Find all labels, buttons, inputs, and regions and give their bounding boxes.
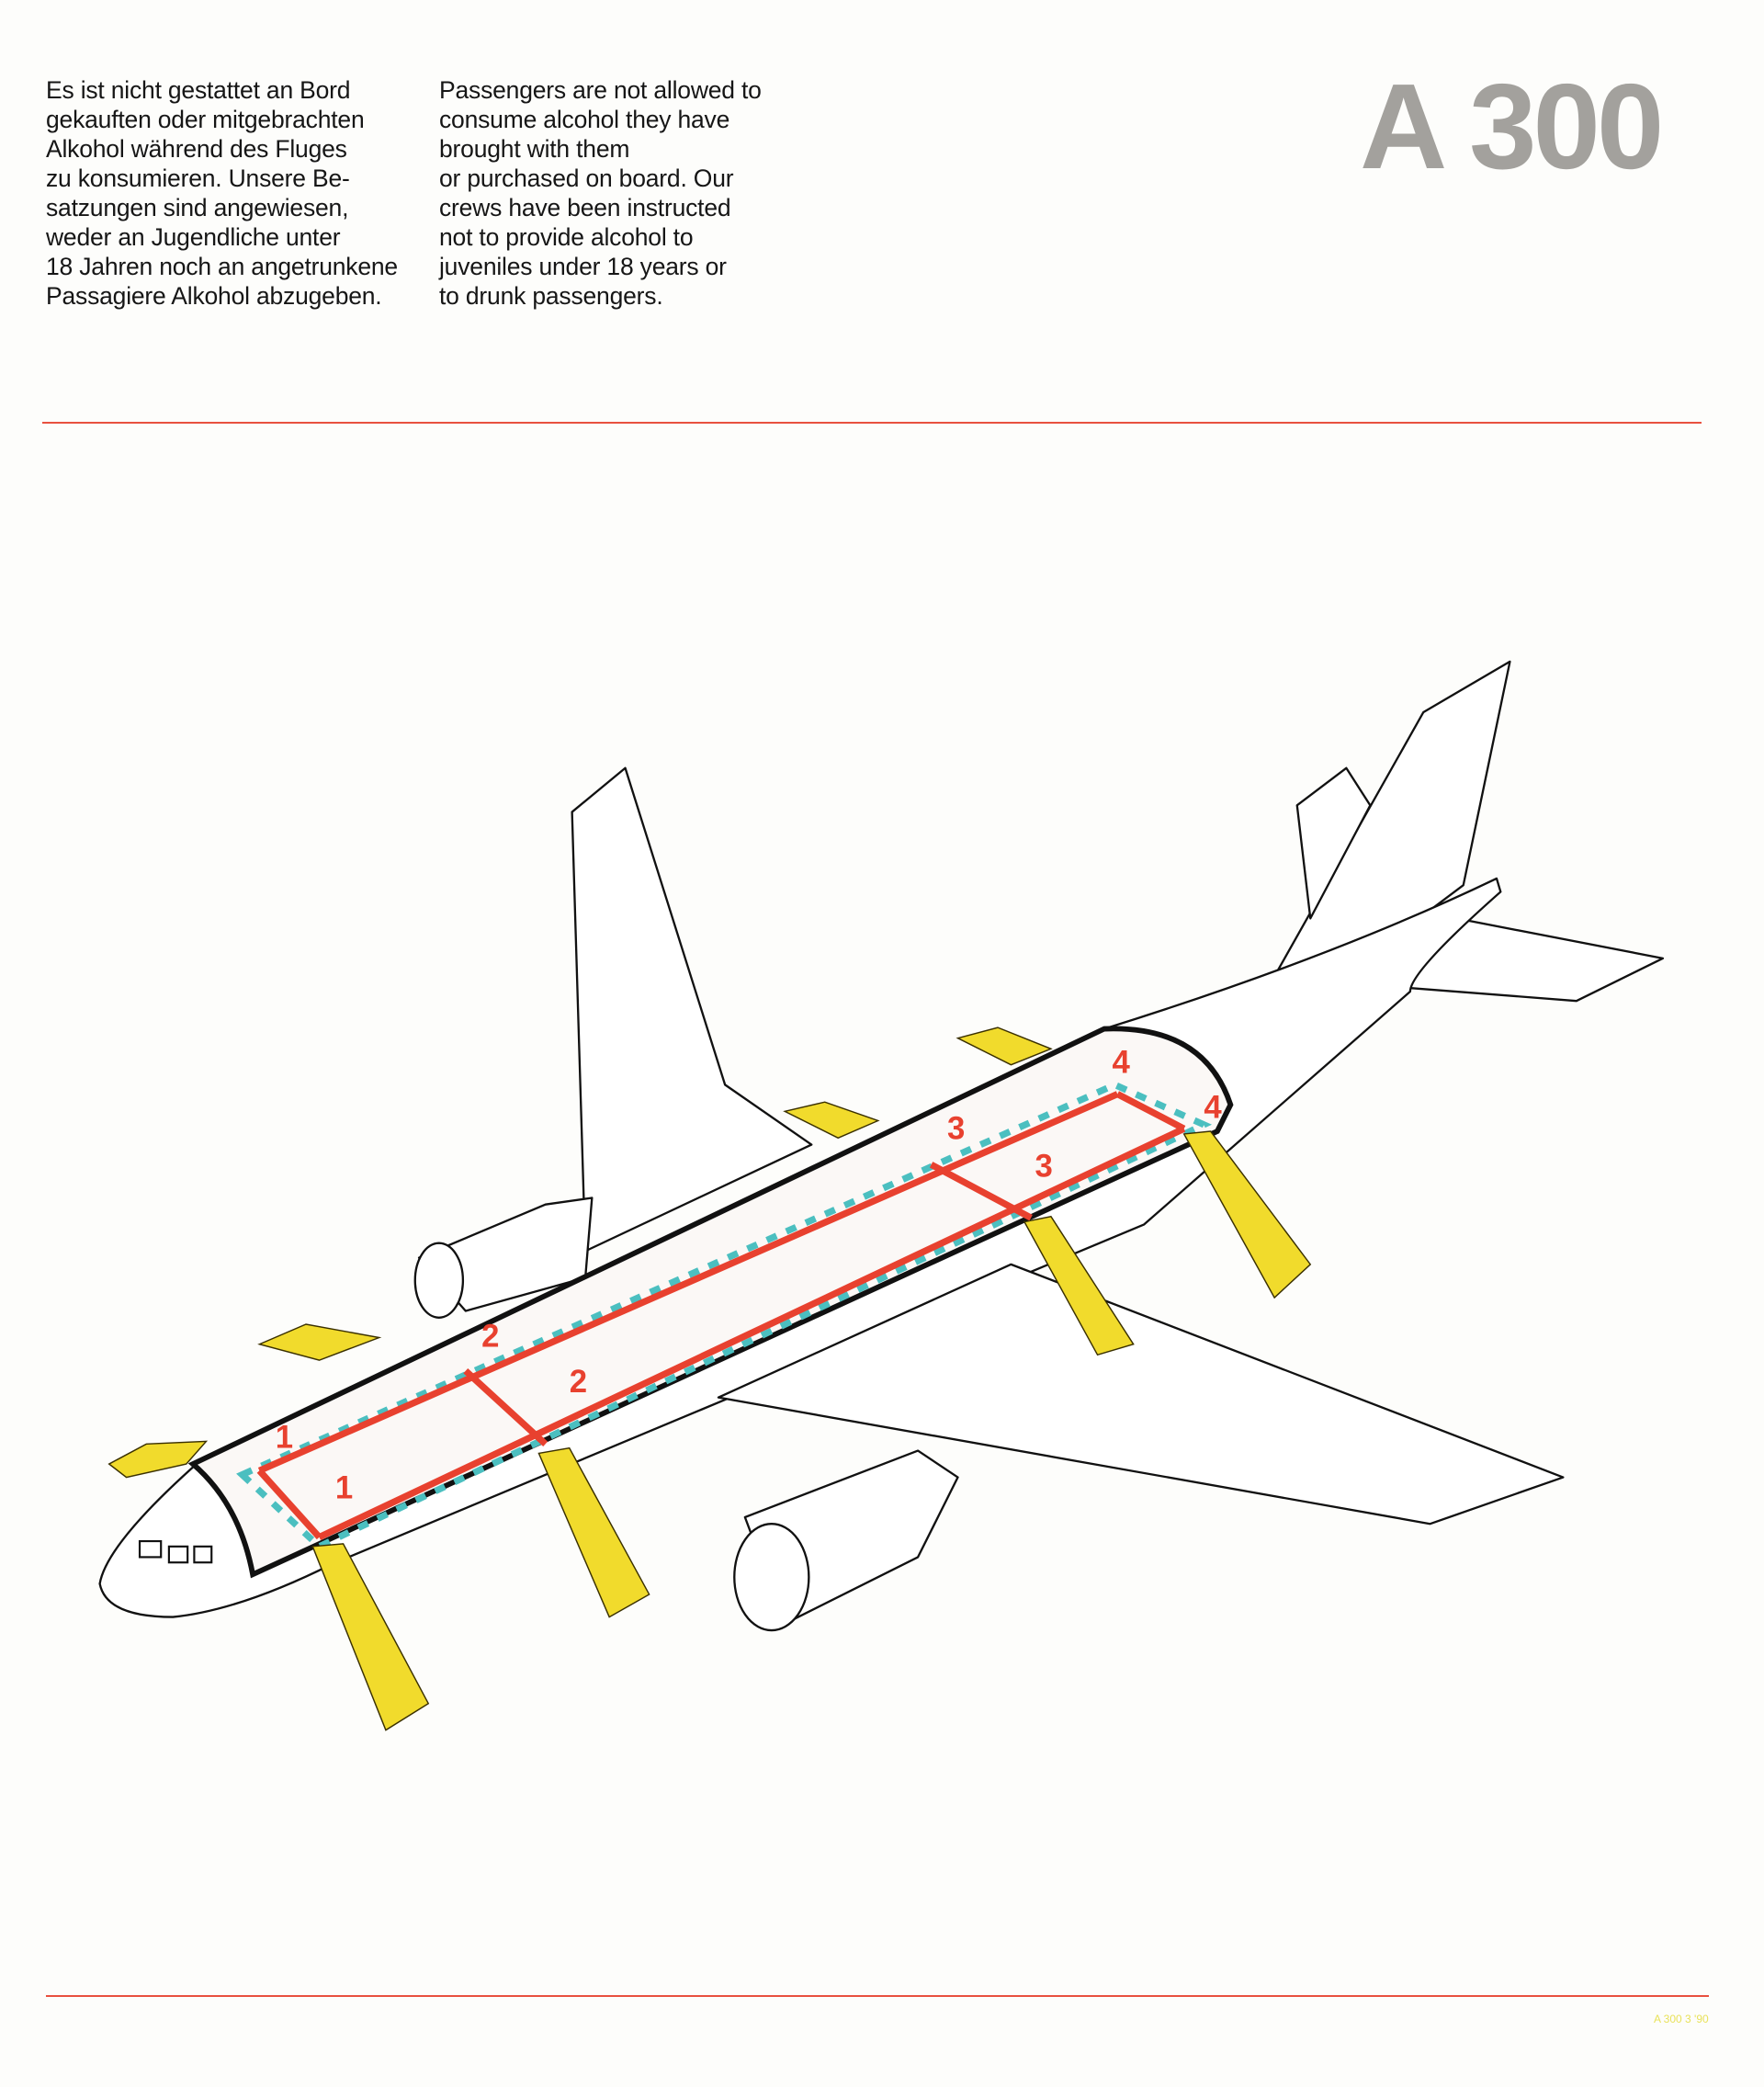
notice-line: consume alcohol they have [439, 106, 730, 133]
exit-label: 1 [276, 1421, 293, 1456]
far-wing [571, 766, 813, 1253]
near-engine-intake [733, 1523, 810, 1632]
aircraft-title: A 300 [1360, 59, 1664, 194]
cabin-floor [187, 1026, 1234, 1579]
tail-fin-fairing [1295, 766, 1372, 920]
aisle-markings [236, 1081, 1213, 1551]
exit-label: 2 [570, 1365, 587, 1400]
notice-line: to drunk passengers. [439, 282, 663, 310]
far-engine-intake [413, 1242, 465, 1319]
bottom-divider [46, 1995, 1709, 1997]
notice-line: Passagiere Alkohol abzugeben. [46, 282, 382, 310]
evacuation-routes [256, 1091, 1186, 1540]
exit-label: 3 [1035, 1149, 1053, 1184]
notice-line: weder an Jugendliche unter [46, 223, 341, 251]
notice-line: juveniles under 18 years or [439, 253, 727, 280]
exit-label: 4 [1204, 1091, 1222, 1126]
notice-line: brought with them [439, 135, 630, 163]
exit-label: 3 [947, 1112, 965, 1147]
near-wing [717, 1263, 1565, 1526]
exit-label: 1 [335, 1471, 353, 1506]
cockpit-windows [138, 1539, 213, 1564]
notice-line: Alkohol während des Fluges [46, 135, 347, 163]
top-divider [42, 422, 1702, 424]
notice-line: 18 Jahren noch an angetrunkene [46, 253, 398, 280]
notice-line: satzungen sind angewiesen, [46, 194, 349, 221]
exit-label: 4 [1112, 1045, 1130, 1080]
notice-line: Passengers are not allowed to [439, 76, 762, 104]
notice-line: Es ist nicht gestattet an Bord [46, 76, 351, 104]
notice-line: gekauften oder mitgebrachten [46, 106, 365, 133]
german-notice: Es ist nicht gestattet an Bord gekauften… [46, 75, 398, 311]
notice-line: zu konsumieren. Unsere Be- [46, 164, 350, 192]
english-notice: Passengers are not allowed to consume al… [439, 75, 762, 311]
footer-code: A 300 3 '90 [1654, 2013, 1709, 2025]
notice-line: not to provide alcohol to [439, 223, 694, 251]
notice-line: crews have been instructed [439, 194, 731, 221]
escape-slides [107, 1026, 1312, 1731]
exit-label: 2 [481, 1320, 499, 1355]
notice-line: or purchased on board. Our [439, 164, 734, 192]
